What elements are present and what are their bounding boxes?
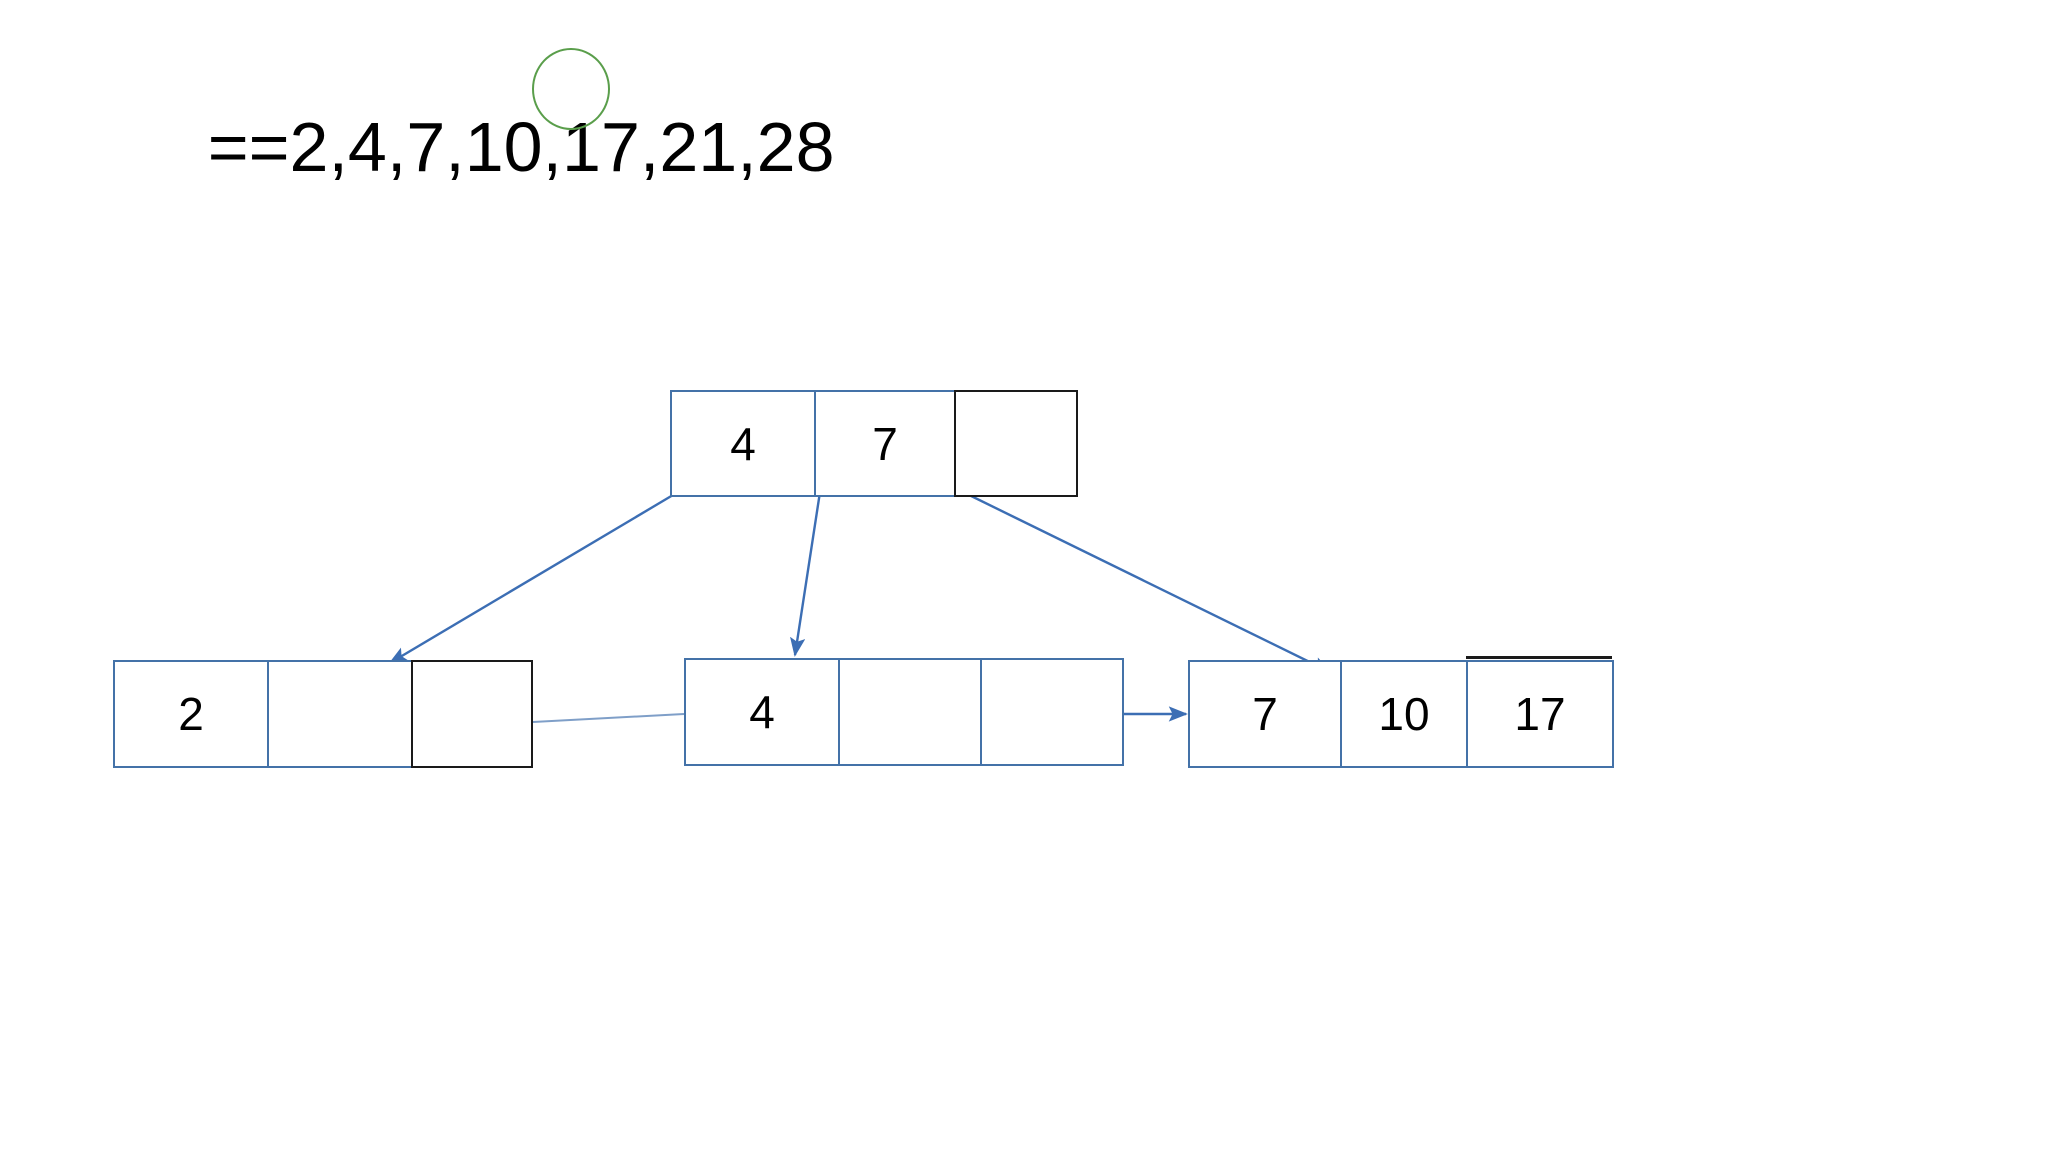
root-node: 4 7 xyxy=(670,390,1078,497)
root-cell-1: 7 xyxy=(814,390,956,497)
sequence-text-line: ==2,4,7,10,17,21,28 xyxy=(130,42,835,252)
edge-root-to-leaf-3 xyxy=(962,490,1332,674)
leaf-3-cell-2: 17 xyxy=(1466,660,1614,768)
leaf-1-cell-1 xyxy=(267,660,413,768)
edge-root-to-leaf-1 xyxy=(388,493,674,665)
leaf-node-3: 7 10 17 xyxy=(1188,660,1614,768)
leaf-2-cell-1 xyxy=(838,658,982,766)
leaf-2-cell-0: 4 xyxy=(684,658,840,766)
sequence-suffix: ,21,28 xyxy=(639,108,835,186)
edge-leaf-1-to-leaf-2 xyxy=(532,713,685,723)
leaf-2-cell-2 xyxy=(980,658,1124,766)
leaf-1-cell-0: 2 xyxy=(113,660,269,768)
edge-root-to-leaf-2 xyxy=(790,491,822,657)
sequence-prefix: ==2,4,7,10, xyxy=(207,108,563,186)
root-cell-2 xyxy=(954,390,1078,497)
leaf-node-2: 4 xyxy=(684,658,1124,766)
leaf-3-top-accent-line xyxy=(1466,656,1612,659)
root-cell-0: 4 xyxy=(670,390,816,497)
leaf-3-cell-0: 7 xyxy=(1188,660,1342,768)
leaf-1-cell-2 xyxy=(411,660,533,768)
sequence-highlighted-value: 17 xyxy=(562,108,640,186)
leaf-3-cell-1: 10 xyxy=(1340,660,1468,768)
leaf-node-1: 2 xyxy=(113,660,533,768)
